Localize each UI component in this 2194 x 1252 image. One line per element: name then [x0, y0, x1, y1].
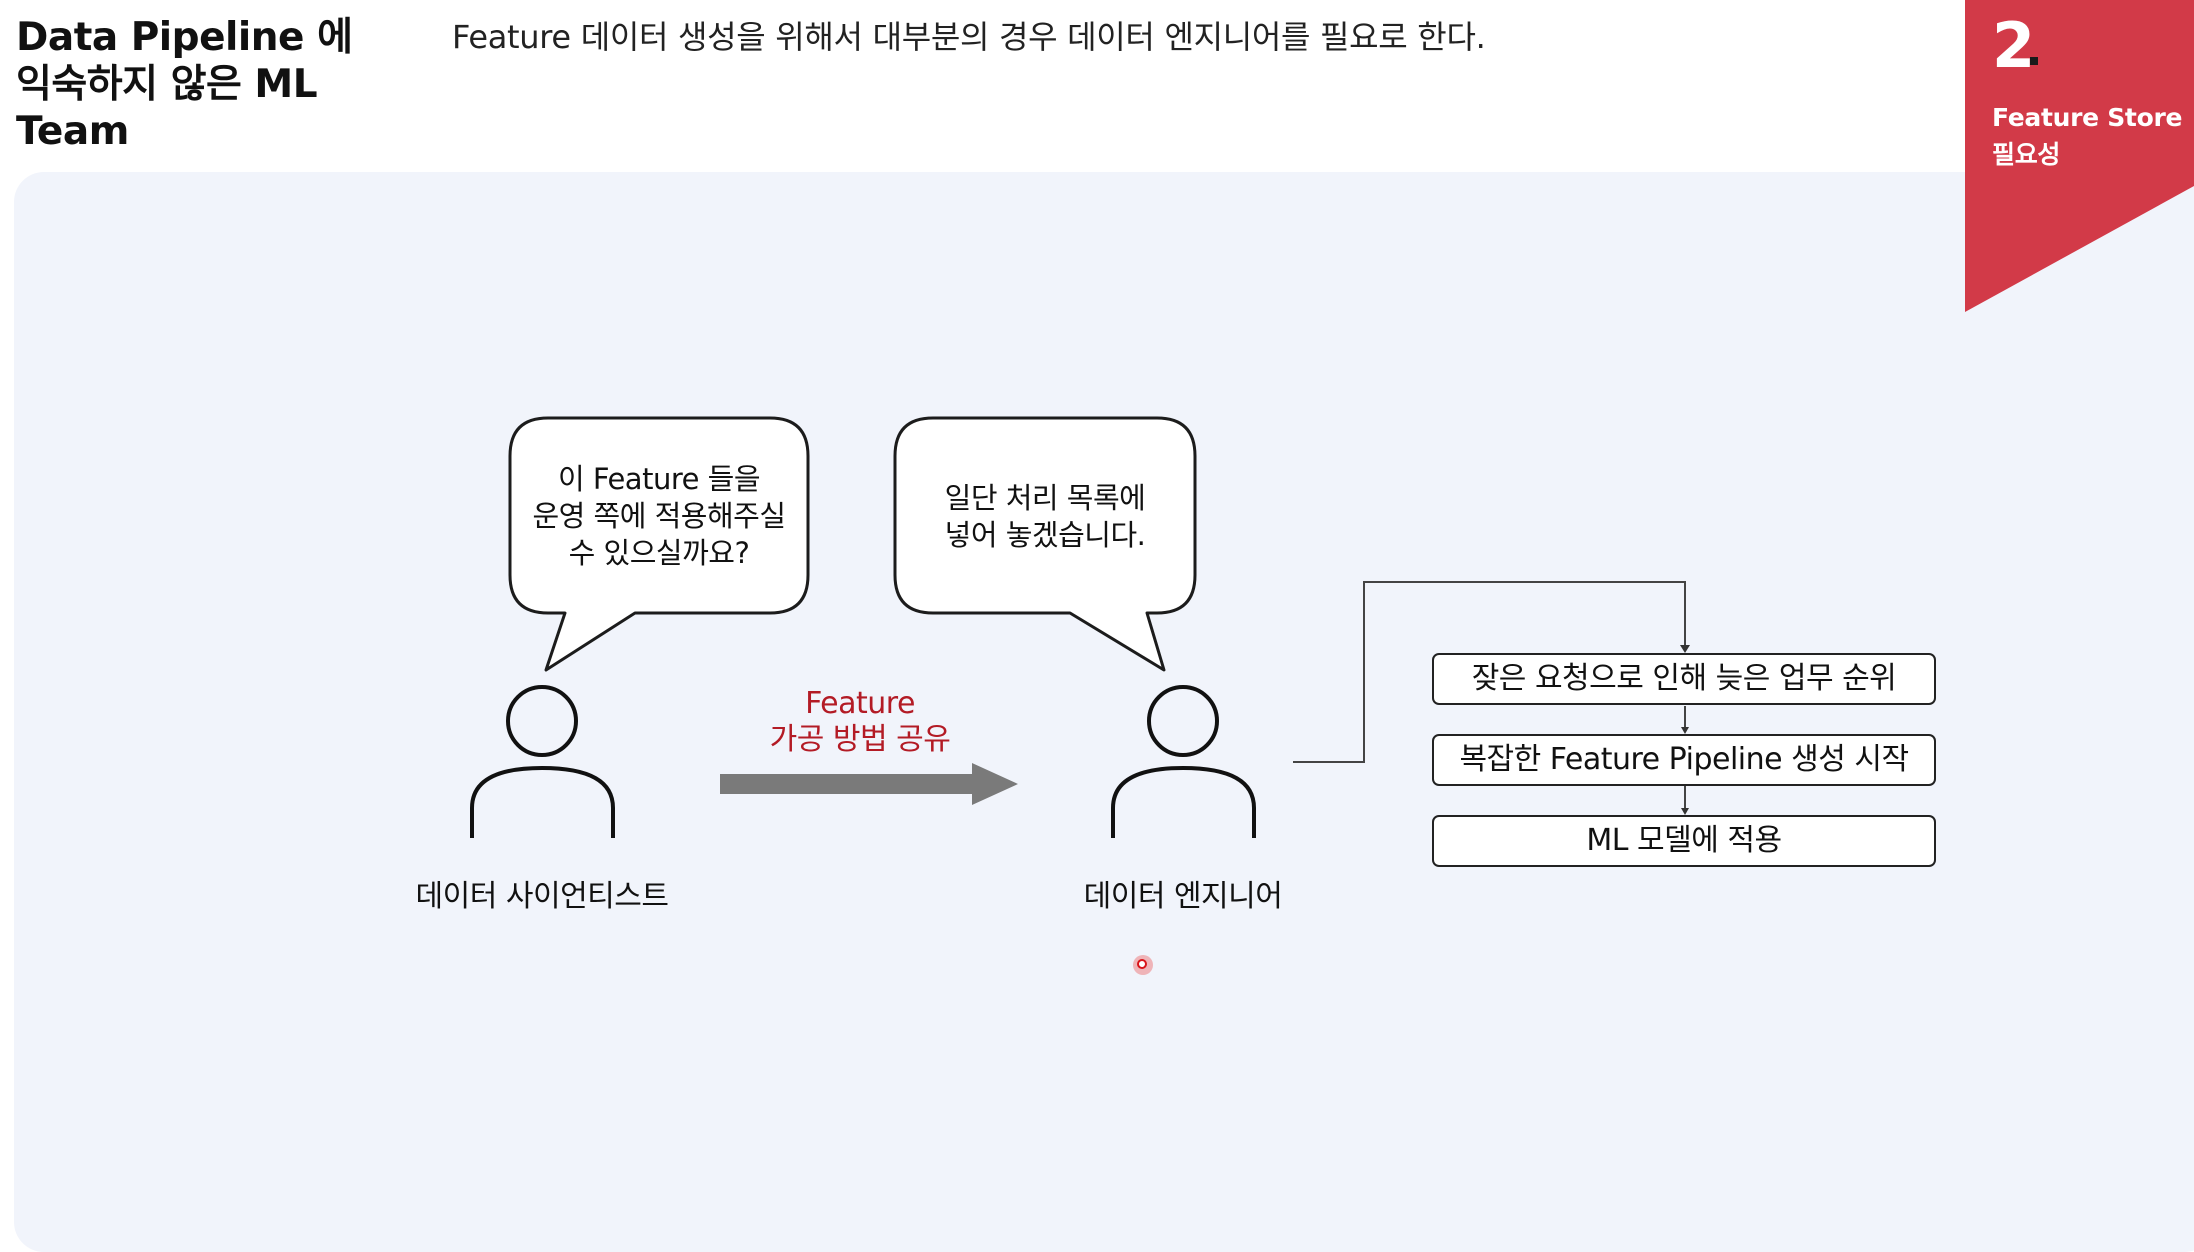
title-line-2: 익숙하지 않은 ML Team — [16, 62, 318, 154]
engineer-bubble-line-1: 일단 처리 목록에 — [944, 481, 1146, 515]
step-box-delayed-priority: 잦은 요청으로 인해 늦은 업무 순위 — [1432, 653, 1936, 705]
section-number: 2 — [1992, 9, 2036, 82]
pointer-cursor-indicator — [1133, 955, 1153, 975]
connector-arrowhead-1 — [1680, 645, 1690, 653]
section-title-line-1: Feature Store — [1992, 103, 2183, 132]
arrow-label: Feature 가공 방법 공유 — [720, 686, 1000, 758]
connector-arrowhead-3 — [1681, 808, 1689, 815]
diagram-canvas — [470, 416, 1690, 838]
engineer-bubble-text: 일단 처리 목록에 넣어 놓겠습니다. — [897, 480, 1193, 554]
content-panel — [14, 172, 2194, 1252]
connector-arrowhead-2 — [1681, 727, 1689, 734]
scientist-bubble-line-2: 운영 쪽에 적용해주실 — [532, 499, 786, 533]
badge-shape — [1965, 0, 2194, 312]
section-badge: 2 Feature Store 필요성 — [1965, 0, 2194, 312]
data-scientist-icon — [470, 685, 615, 838]
arrow-label-line-1: Feature — [805, 686, 915, 721]
engineer-to-steps-connector — [1293, 581, 1686, 763]
scientist-bubble-text: 이 Feature 들을 운영 쪽에 적용해주실 수 있으실까요? — [512, 461, 806, 572]
section-title-line-2: 필요성 — [1992, 140, 2061, 169]
arrow-label-line-2: 가공 방법 공유 — [769, 722, 951, 757]
scientist-bubble-line-1: 이 Feature 들을 — [557, 462, 761, 496]
data-scientist-label: 데이터 사이언티스트 — [415, 879, 669, 914]
data-engineer-label: 데이터 엔지니어 — [1083, 879, 1283, 914]
data-engineer-icon — [1111, 685, 1256, 838]
slide-title: Data Pipeline 에 익숙하지 않은 ML Team — [16, 14, 436, 155]
title-line-1: Data Pipeline 에 — [16, 15, 353, 60]
engineer-bubble-line-2: 넣어 놓겠습니다. — [944, 518, 1146, 552]
slide-subtitle: Feature 데이터 생성을 위해서 대부분의 경우 데이터 엔지니어를 필요… — [452, 18, 1486, 56]
step-box-apply-ml-model: ML 모델에 적용 — [1432, 815, 1936, 867]
section-number-dot — [2030, 57, 2038, 65]
step-box-complex-pipeline: 복잡한 Feature Pipeline 생성 시작 — [1432, 734, 1936, 786]
scientist-bubble-line-3: 수 있으실까요? — [568, 536, 750, 570]
engineer-speech-bubble — [893, 416, 1197, 672]
share-arrow — [720, 763, 1018, 805]
scientist-speech-bubble — [508, 416, 810, 672]
